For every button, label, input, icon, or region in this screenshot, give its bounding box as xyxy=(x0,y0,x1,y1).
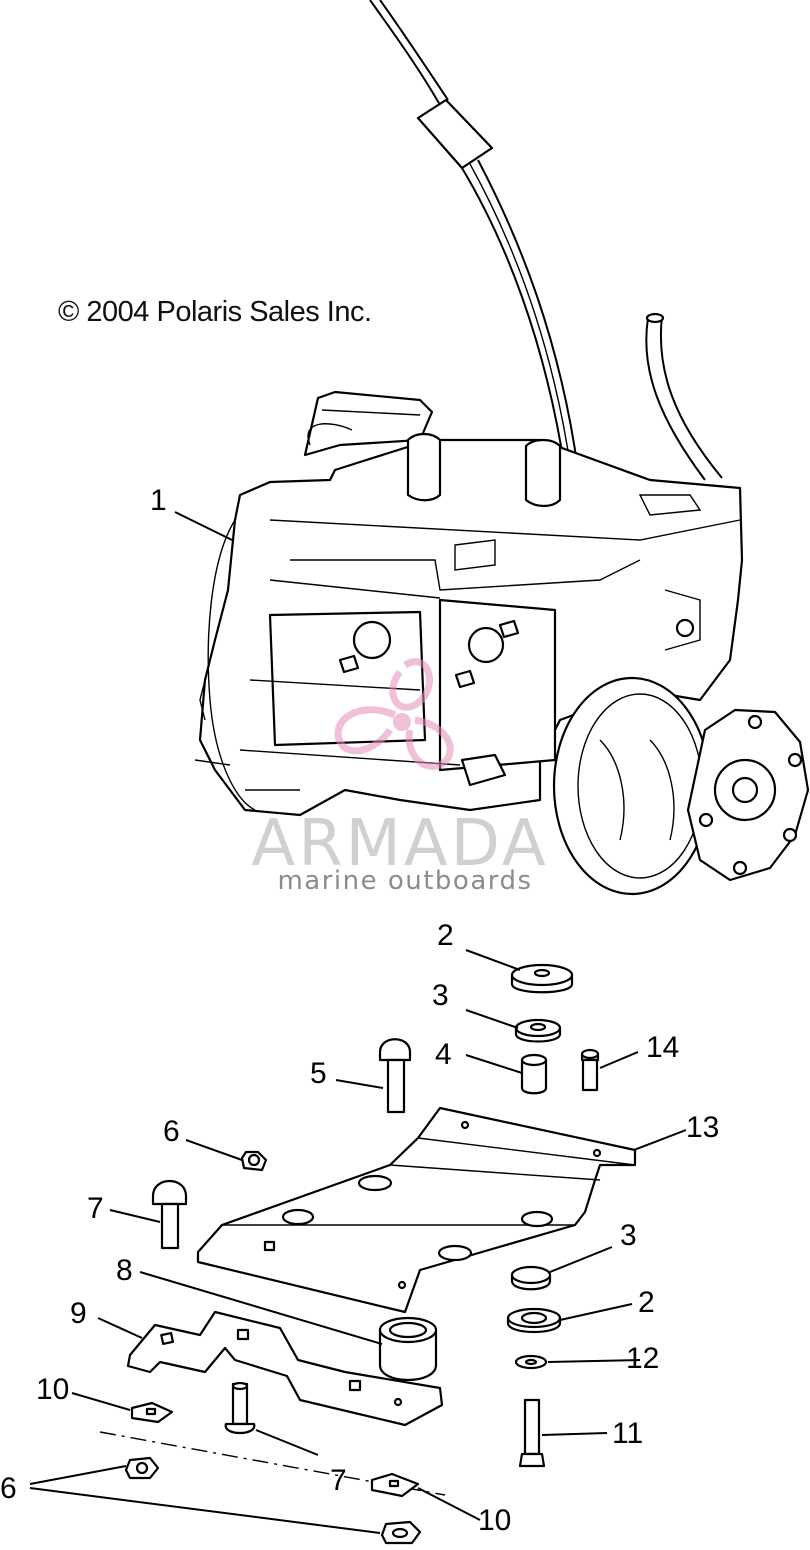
part-11-bolt xyxy=(518,1398,546,1468)
engine-assembly xyxy=(194,390,744,817)
callout-8: 8 xyxy=(116,1254,133,1287)
part-4-spacer xyxy=(520,1053,548,1095)
watermark-logo-icon xyxy=(334,658,454,770)
callout-4: 4 xyxy=(435,1038,452,1071)
callout-9: 9 xyxy=(70,1297,87,1330)
part-7-bolt-upper xyxy=(151,1180,188,1250)
callout-6-upper: 6 xyxy=(163,1115,180,1148)
leader-lines xyxy=(29,511,687,1534)
callout-10-upper: 10 xyxy=(36,1373,69,1406)
part-6-nut-upper xyxy=(240,1150,268,1172)
callout-12: 12 xyxy=(626,1342,659,1375)
part-12-washer xyxy=(514,1354,548,1370)
part-7-bolt-lower xyxy=(224,1381,256,1435)
callout-6-lower: 6 xyxy=(0,1472,17,1505)
callout-7-lower: 7 xyxy=(330,1464,347,1497)
part-6-nut-lower-right xyxy=(380,1520,422,1545)
callout-2-top: 2 xyxy=(437,919,454,952)
callout-13: 13 xyxy=(686,1111,719,1144)
watermark-brand: ARMADA xyxy=(251,807,549,881)
callout-labels: 1 2 3 4 5 14 6 13 7 3 8 9 2 12 10 11 7 6… xyxy=(0,484,719,1537)
oil-line xyxy=(645,312,723,657)
watermark-tagline: marine outboards xyxy=(277,866,533,896)
copyright-notice: © 2004 Polaris Sales Inc. xyxy=(58,296,372,328)
part-5-bolt xyxy=(378,1038,412,1114)
part-9-bracket xyxy=(126,1310,444,1427)
callout-10-lower: 10 xyxy=(478,1504,511,1537)
part-2-cup-washer-top xyxy=(510,963,574,994)
callout-5: 5 xyxy=(310,1057,327,1090)
callout-1: 1 xyxy=(150,484,167,517)
throttle-cable xyxy=(369,0,579,471)
part-2-cup-washer-lower xyxy=(506,1307,562,1333)
callout-3-lower: 3 xyxy=(620,1219,637,1252)
part-3-washer-lower xyxy=(510,1265,552,1291)
part-14-screw xyxy=(580,1048,600,1092)
magneto-housing xyxy=(552,676,810,896)
callout-11: 11 xyxy=(612,1417,643,1450)
part-8-bushing xyxy=(378,1316,438,1382)
callout-2-lower: 2 xyxy=(638,1286,655,1319)
part-10-plate-upper xyxy=(130,1401,174,1424)
part-13-mount-plate xyxy=(196,1106,637,1314)
part-6-nut-lower-left xyxy=(124,1456,160,1480)
callout-14: 14 xyxy=(646,1031,679,1064)
callout-7-upper: 7 xyxy=(87,1192,104,1225)
part-10-plate-lower xyxy=(370,1472,420,1498)
part-3-washer-top xyxy=(514,1018,562,1043)
callout-3-top: 3 xyxy=(432,979,449,1012)
